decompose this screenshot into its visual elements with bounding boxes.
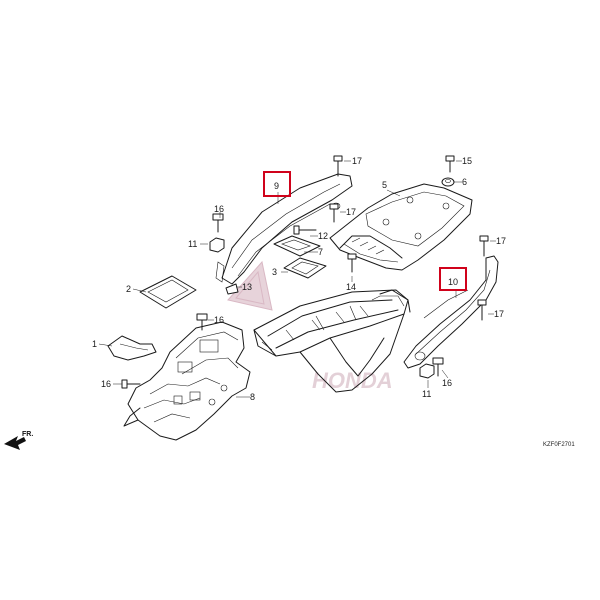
- callout-12: 12: [318, 231, 328, 241]
- part-3-gasket[interactable]: [283, 257, 327, 279]
- callout-16-lower-left: 16: [101, 379, 111, 389]
- watermark-text: HONDA: [312, 368, 393, 393]
- callout-1: 1: [92, 339, 97, 349]
- callout-13: 13: [242, 282, 252, 292]
- callout-numbers: 17 17 17 17 15 6 5 7 12 3 2 1 8 14 13 11…: [92, 156, 506, 402]
- callout-2: 2: [126, 284, 131, 294]
- callout-17-right-top: 17: [496, 236, 506, 246]
- bolt-17-mid[interactable]: [329, 203, 339, 223]
- bolt-14[interactable]: [347, 253, 357, 273]
- callout-9: 9: [274, 181, 279, 191]
- honda-watermark-logo: HONDA: [227, 260, 393, 393]
- callout-16-right: 16: [442, 378, 452, 388]
- callout-11-left: 11: [188, 239, 197, 249]
- clip-13[interactable]: [225, 283, 239, 295]
- callout-6: 6: [462, 177, 467, 187]
- callout-17-right-bottom: 17: [494, 309, 504, 319]
- part-1-bracket[interactable]: [107, 335, 157, 361]
- callout-17-mid: 17: [346, 207, 356, 217]
- highlight-box-part-10: [439, 267, 467, 291]
- callout-3: 3: [272, 267, 277, 277]
- highlight-boxes: [263, 171, 467, 291]
- rear-carrier-frame[interactable]: [253, 289, 411, 393]
- bolt-16-center[interactable]: [196, 313, 208, 331]
- callout-7: 7: [318, 247, 323, 257]
- direction-label: FR.: [22, 431, 33, 438]
- washer-6[interactable]: [441, 177, 455, 187]
- callout-10: 10: [448, 277, 458, 287]
- bolt-17-right-bottom[interactable]: [477, 299, 487, 321]
- highlight-box-part-9: [263, 171, 291, 197]
- front-direction-arrow: FR.: [4, 431, 33, 450]
- callout-14: 14: [346, 282, 356, 292]
- bolt-17-right-top[interactable]: [479, 235, 489, 257]
- callout-17-top: 17: [352, 156, 362, 166]
- part-7-cover-plate[interactable]: [273, 235, 321, 257]
- callout-16-left-top: 16: [214, 204, 224, 214]
- part-8-rear-fender[interactable]: [123, 321, 251, 441]
- leader-lines: [98, 160, 496, 398]
- bolt-12[interactable]: [293, 225, 317, 235]
- part-10-right-grab-rail[interactable]: [403, 255, 499, 369]
- part-5-rear-cowl[interactable]: [329, 183, 473, 271]
- bolt-16-right[interactable]: [432, 357, 444, 377]
- callout-8: 8: [250, 392, 255, 402]
- nut-11-right[interactable]: [419, 363, 435, 379]
- bolt-15[interactable]: [445, 155, 455, 173]
- bolt-17-top[interactable]: [333, 155, 343, 177]
- callout-15: 15: [462, 156, 472, 166]
- diagram-code: KZF0F2701: [543, 442, 575, 448]
- callout-16-center: 16: [214, 315, 224, 325]
- nut-11-left[interactable]: [209, 237, 225, 253]
- part-2-plate[interactable]: [139, 275, 197, 309]
- callout-5: 5: [382, 180, 387, 190]
- callout-11-right: 11: [422, 389, 431, 399]
- part-9-left-grab-rail[interactable]: [215, 173, 353, 285]
- bolt-16-left-top[interactable]: [212, 213, 224, 233]
